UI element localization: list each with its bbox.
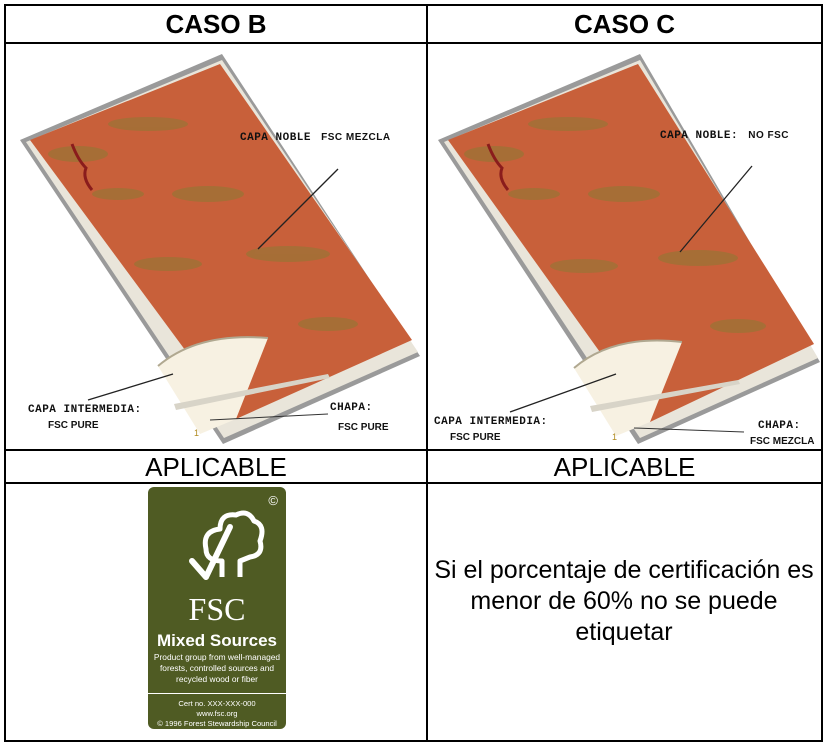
status-bottom-divider <box>6 482 821 484</box>
board-c-grain <box>464 117 766 333</box>
fsc-cert-block: Cert no. XXX-XXX-000 www.fsc.org © 1996 … <box>148 699 286 729</box>
fsc-tree-icon <box>189 510 265 580</box>
fsc-website: www.fsc.org <box>196 709 238 718</box>
fsc-divider <box>148 693 286 694</box>
pointer-noble-b <box>257 168 339 250</box>
header-caso-b: CASO B <box>165 8 267 39</box>
label-intermedia-c: CAPA INTERMEDIA: <box>434 416 548 428</box>
label-chapa-c-sub: FSC MEZCLA <box>750 436 815 447</box>
pointer-intermedia-c <box>509 373 617 413</box>
status-caso-c: APLICABLE <box>553 451 696 482</box>
pointer-intermedia-b <box>87 373 174 401</box>
fsc-category: Mixed Sources <box>157 631 277 650</box>
column-divider <box>426 6 428 740</box>
label-noble-c-suffix: NO FSC <box>748 130 790 141</box>
comparison-table: CASO B CASO C 1 C <box>4 4 823 742</box>
board-b-knot <box>70 143 94 191</box>
svg-text:1: 1 <box>194 428 199 438</box>
label-noble-b-suffix: FSC MEZCLA <box>321 132 391 143</box>
fsc-desc-line: Product group from well-managed <box>153 652 281 662</box>
fsc-desc-line: forests, controlled sources and <box>159 663 275 673</box>
fsc-name: FSC <box>188 591 246 627</box>
label-intermedia-b-sub: FSC PURE <box>48 420 99 431</box>
board-b-core-cutaway <box>158 337 268 434</box>
fsc-mixed-sources-label: © FSC Mixed Sources Product group from w… <box>148 487 286 729</box>
board-c-veneer <box>448 64 814 422</box>
board-c-svg: 1 <box>438 54 820 444</box>
board-illustration-caso-c: 1 CAPA NOBLE: NO FSC CAPA INTERMEDIA: FS… <box>428 44 821 447</box>
pointer-noble-c <box>679 165 753 253</box>
svg-text:1: 1 <box>612 432 617 442</box>
board-c-knot <box>486 143 510 191</box>
header-caso-c: CASO C <box>573 8 676 39</box>
header-divider <box>6 42 821 44</box>
fsc-cert-number: Cert no. XXX-XXX-000 <box>178 699 256 708</box>
label-noble-b: CAPA NOBLE <box>240 132 312 144</box>
board-b-svg: 1 <box>20 54 420 444</box>
fsc-description: Product group from well-managed forests,… <box>148 652 286 685</box>
fsc-copyright: © 1996 Forest Stewardship Council <box>157 719 277 728</box>
label-chapa-b: CHAPA: <box>330 402 373 414</box>
status-top-divider <box>6 449 821 451</box>
status-caso-b: APLICABLE <box>145 451 287 482</box>
fsc-desc-line: recycled wood or fiber <box>176 674 258 684</box>
label-chapa-b-sub: FSC PURE <box>338 422 389 433</box>
label-intermedia-c-sub: FSC PURE <box>450 432 501 443</box>
labeling-note: Si el porcentaje de certificación es men… <box>434 555 814 646</box>
label-noble-c: CAPA NOBLE: <box>660 130 739 142</box>
board-c-core-cutaway <box>574 340 682 436</box>
label-chapa-c: CHAPA: <box>758 420 801 432</box>
fsc-label-cell: © FSC Mixed Sources Product group from w… <box>8 484 424 740</box>
board-illustration-caso-b: 1 CAPA NOBLE FSC MEZCLA CAPA INTERMEDIA:… <box>8 44 424 447</box>
fsc-copyright-mark: © <box>268 493 278 508</box>
label-intermedia-b: CAPA INTERMEDIA: <box>28 404 142 416</box>
